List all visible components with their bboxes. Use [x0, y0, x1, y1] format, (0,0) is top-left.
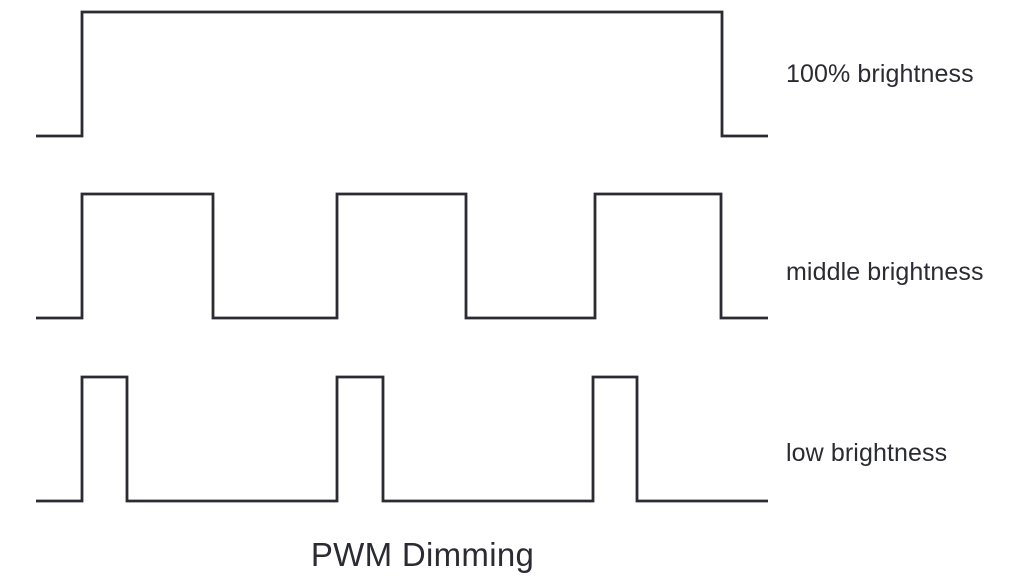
waveform-middle: [36, 192, 768, 320]
label-low-brightness: low brightness: [786, 439, 948, 467]
label-middle-brightness: middle brightness: [786, 258, 984, 286]
waveform-100-percent: [36, 10, 768, 138]
waveform-low: [36, 375, 768, 503]
label-100-percent-brightness: 100% brightness: [786, 60, 974, 88]
figure-caption: PWM Dimming: [310, 536, 535, 573]
